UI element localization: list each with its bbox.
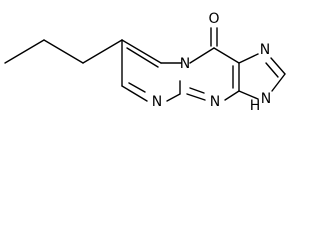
bond-ring-a-5	[166, 93, 181, 102]
imidazole-nh-label: H	[250, 98, 261, 114]
bond-ring-c-2	[270, 57, 286, 75]
bond-propyl-2	[43, 39, 84, 64]
bond-ring-b-5-inner	[189, 87, 205, 94]
bond-ring-b-5	[186, 93, 206, 101]
bond-ring-b-1	[189, 47, 215, 64]
bond-ring-b-4	[224, 90, 240, 101]
bond-ring-a-1	[121, 39, 162, 64]
bond-ring-a-4-inner	[128, 82, 146, 93]
bridgehead-nitrogen-label: N	[180, 56, 190, 72]
bond-ring-b-2	[213, 47, 240, 64]
imidazole-nitrogen-label: N	[260, 42, 270, 58]
bond-ring-c-3	[271, 73, 286, 92]
oxygen-label: O	[208, 11, 219, 27]
bond-propyl-3	[82, 39, 123, 64]
chemical-structure-diagram: O N N N N H N	[4, 11, 286, 114]
imidazole-nh-nitrogen-label: N	[261, 91, 271, 107]
bond-ring-c-2-inner	[265, 62, 279, 78]
bond-propyl-1	[4, 39, 45, 64]
bond-ring-a-4	[121, 85, 148, 102]
bond-ring-c-4	[238, 90, 259, 100]
pyrimidine-nitrogen-label: N	[152, 94, 162, 110]
bond-ring-a-1-inner	[126, 47, 159, 68]
bond-ring-c-1	[238, 53, 259, 64]
central-nitrogen-label: N	[210, 94, 220, 110]
